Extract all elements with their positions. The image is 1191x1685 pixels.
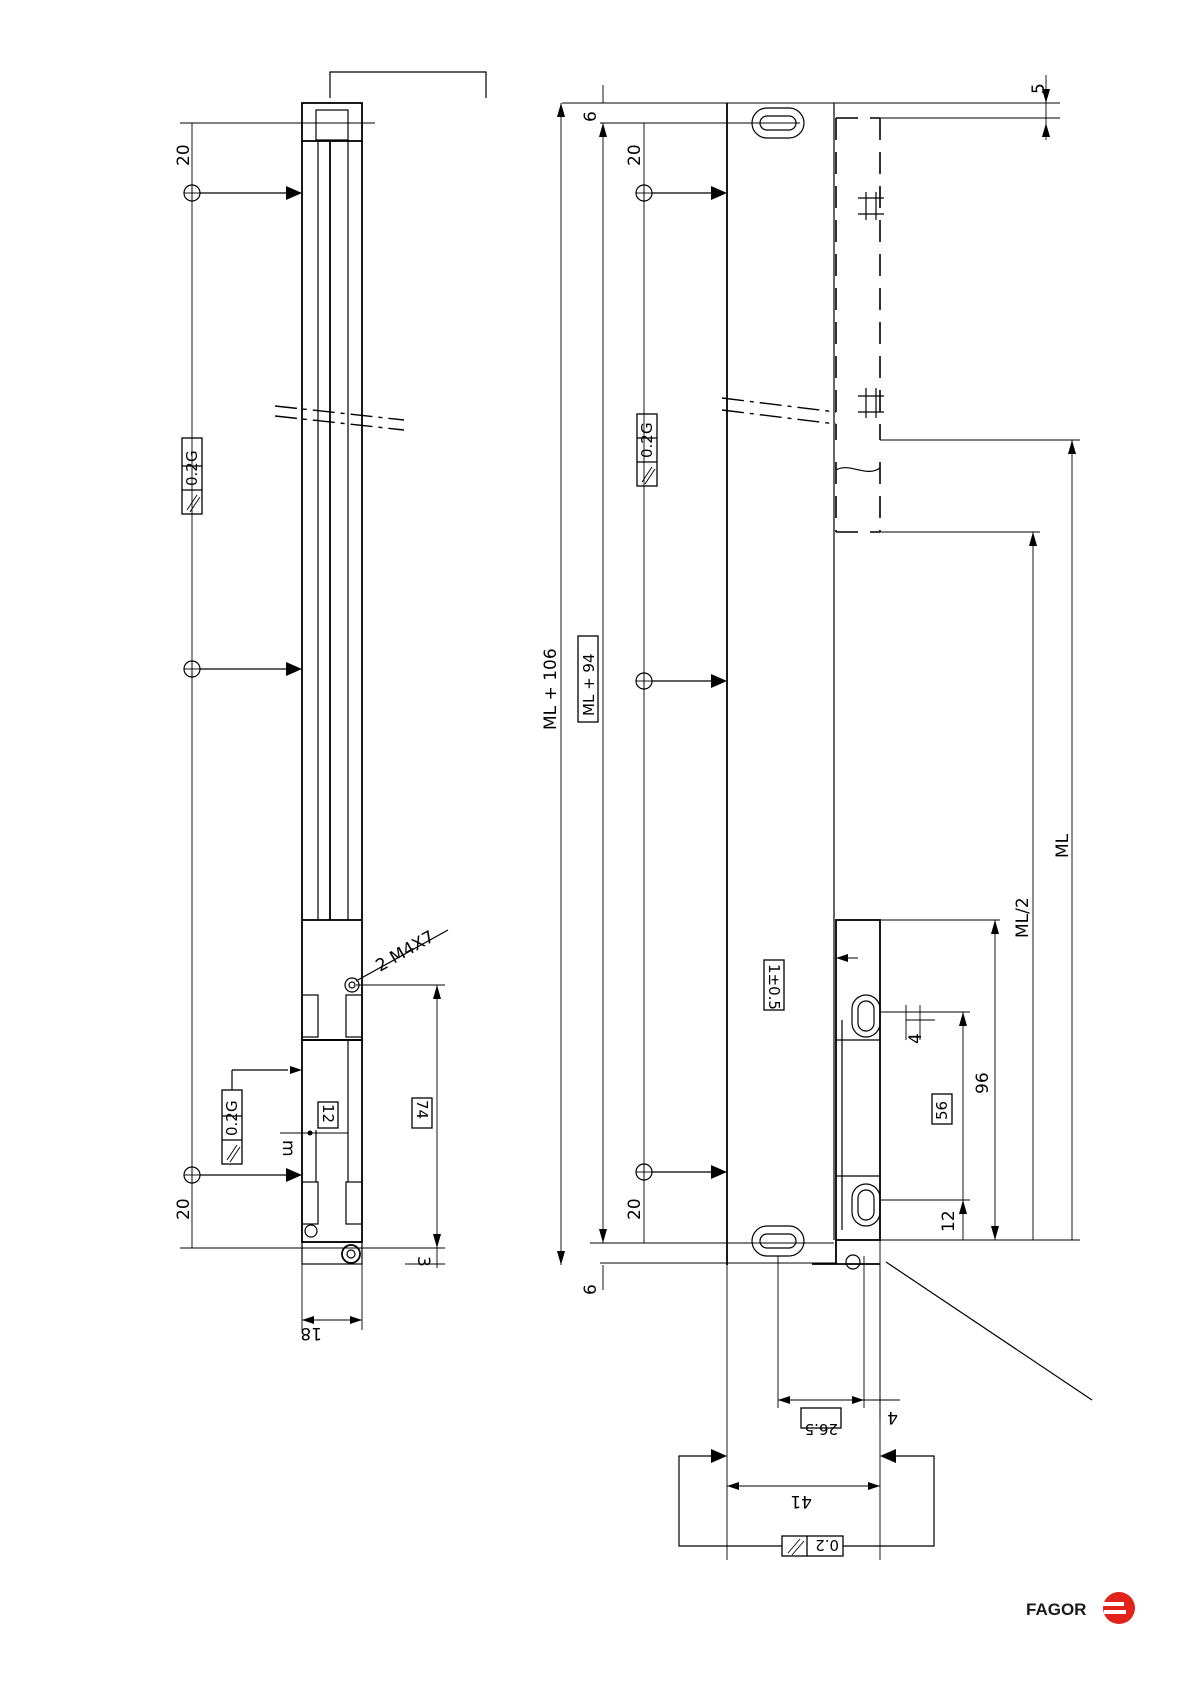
dim-3: 3: [413, 1256, 433, 1267]
svg-text:1±0.5: 1±0.5: [765, 964, 783, 1010]
dim-41: 41: [790, 1491, 812, 1511]
svg-text:0.2: 0.2: [638, 434, 656, 458]
left-view: [180, 72, 486, 1330]
hole-distance-box: ML + 94: [578, 636, 598, 722]
flatness-tolerance-frame-right: 0.2 G: [637, 414, 657, 486]
measuring-length: ML: [1053, 833, 1073, 858]
brand-name: FAGOR: [1026, 1600, 1086, 1619]
dim-12: 12: [939, 1210, 959, 1232]
dim-4-bottom: 4: [887, 1407, 898, 1427]
break-line: [275, 416, 404, 430]
dim-5-top: 5: [1029, 83, 1049, 94]
mount-hole: [305, 1225, 317, 1237]
svg-text:26.5: 26.5: [805, 1420, 838, 1438]
dim-6-bottom: 6: [581, 1284, 601, 1295]
dim-18: 18: [300, 1323, 322, 1343]
reference-bracket: [330, 72, 486, 98]
reading-head-upper: [302, 920, 362, 1040]
gap-tolerance-box: 1±0.5: [764, 960, 784, 1010]
dim-20-bottom: 20: [174, 1198, 194, 1220]
brand-mark-icon: [1103, 1592, 1135, 1624]
tolerance-value-small: 0.2: [223, 1112, 241, 1136]
fagor-logo: FAGOR: [1026, 1592, 1135, 1624]
svg-text:G: G: [638, 422, 656, 434]
svg-text:74: 74: [413, 1100, 431, 1119]
dim-74-box: 74: [412, 1098, 432, 1128]
right-view-labels: 6 5 20 20 6 ML + 106 ML + 94 0.2 G ML ML…: [541, 83, 1073, 1556]
dim-20-top: 20: [174, 144, 194, 166]
dim-m: m: [278, 1140, 298, 1157]
svg-text:56: 56: [933, 1101, 951, 1120]
left-view-labels: 20 20 0.2 G 0.2 G 2 M4X7 18 12 74 3: [174, 144, 438, 1343]
dim-56-box: 56: [932, 1094, 952, 1124]
svg-text:0.2: 0.2: [815, 1536, 839, 1554]
dim-20-last: 20: [625, 1198, 645, 1220]
dim-96: 96: [973, 1072, 993, 1094]
thread-label: 2 M4X7: [373, 927, 439, 976]
dim-26-5-box: 26.5: [801, 1408, 841, 1438]
tolerance-datum-small: G: [223, 1100, 241, 1112]
half-length: ML/2: [1013, 897, 1033, 938]
svg-text:12: 12: [319, 1104, 337, 1123]
dim-4: 4: [906, 1033, 926, 1044]
tolerance-datum: G: [183, 450, 201, 462]
end-cap-inner: [316, 110, 348, 140]
right-view: [557, 75, 1092, 1560]
overall-length: ML + 106: [541, 648, 561, 730]
svg-text:ML + 94: ML + 94: [580, 654, 598, 717]
flatness-tolerance-frame-small: 0.2 G: [222, 1090, 242, 1164]
tolerance-value: 0.2: [183, 462, 201, 486]
reading-head-lower: [302, 1040, 362, 1242]
parallelism-frame-bottom: 0.2: [782, 1536, 843, 1556]
dim-20-first: 20: [625, 144, 645, 166]
dim-6-top: 6: [581, 111, 601, 122]
end-cap-top: [302, 103, 362, 141]
dim-12-box: 12: [318, 1102, 338, 1128]
